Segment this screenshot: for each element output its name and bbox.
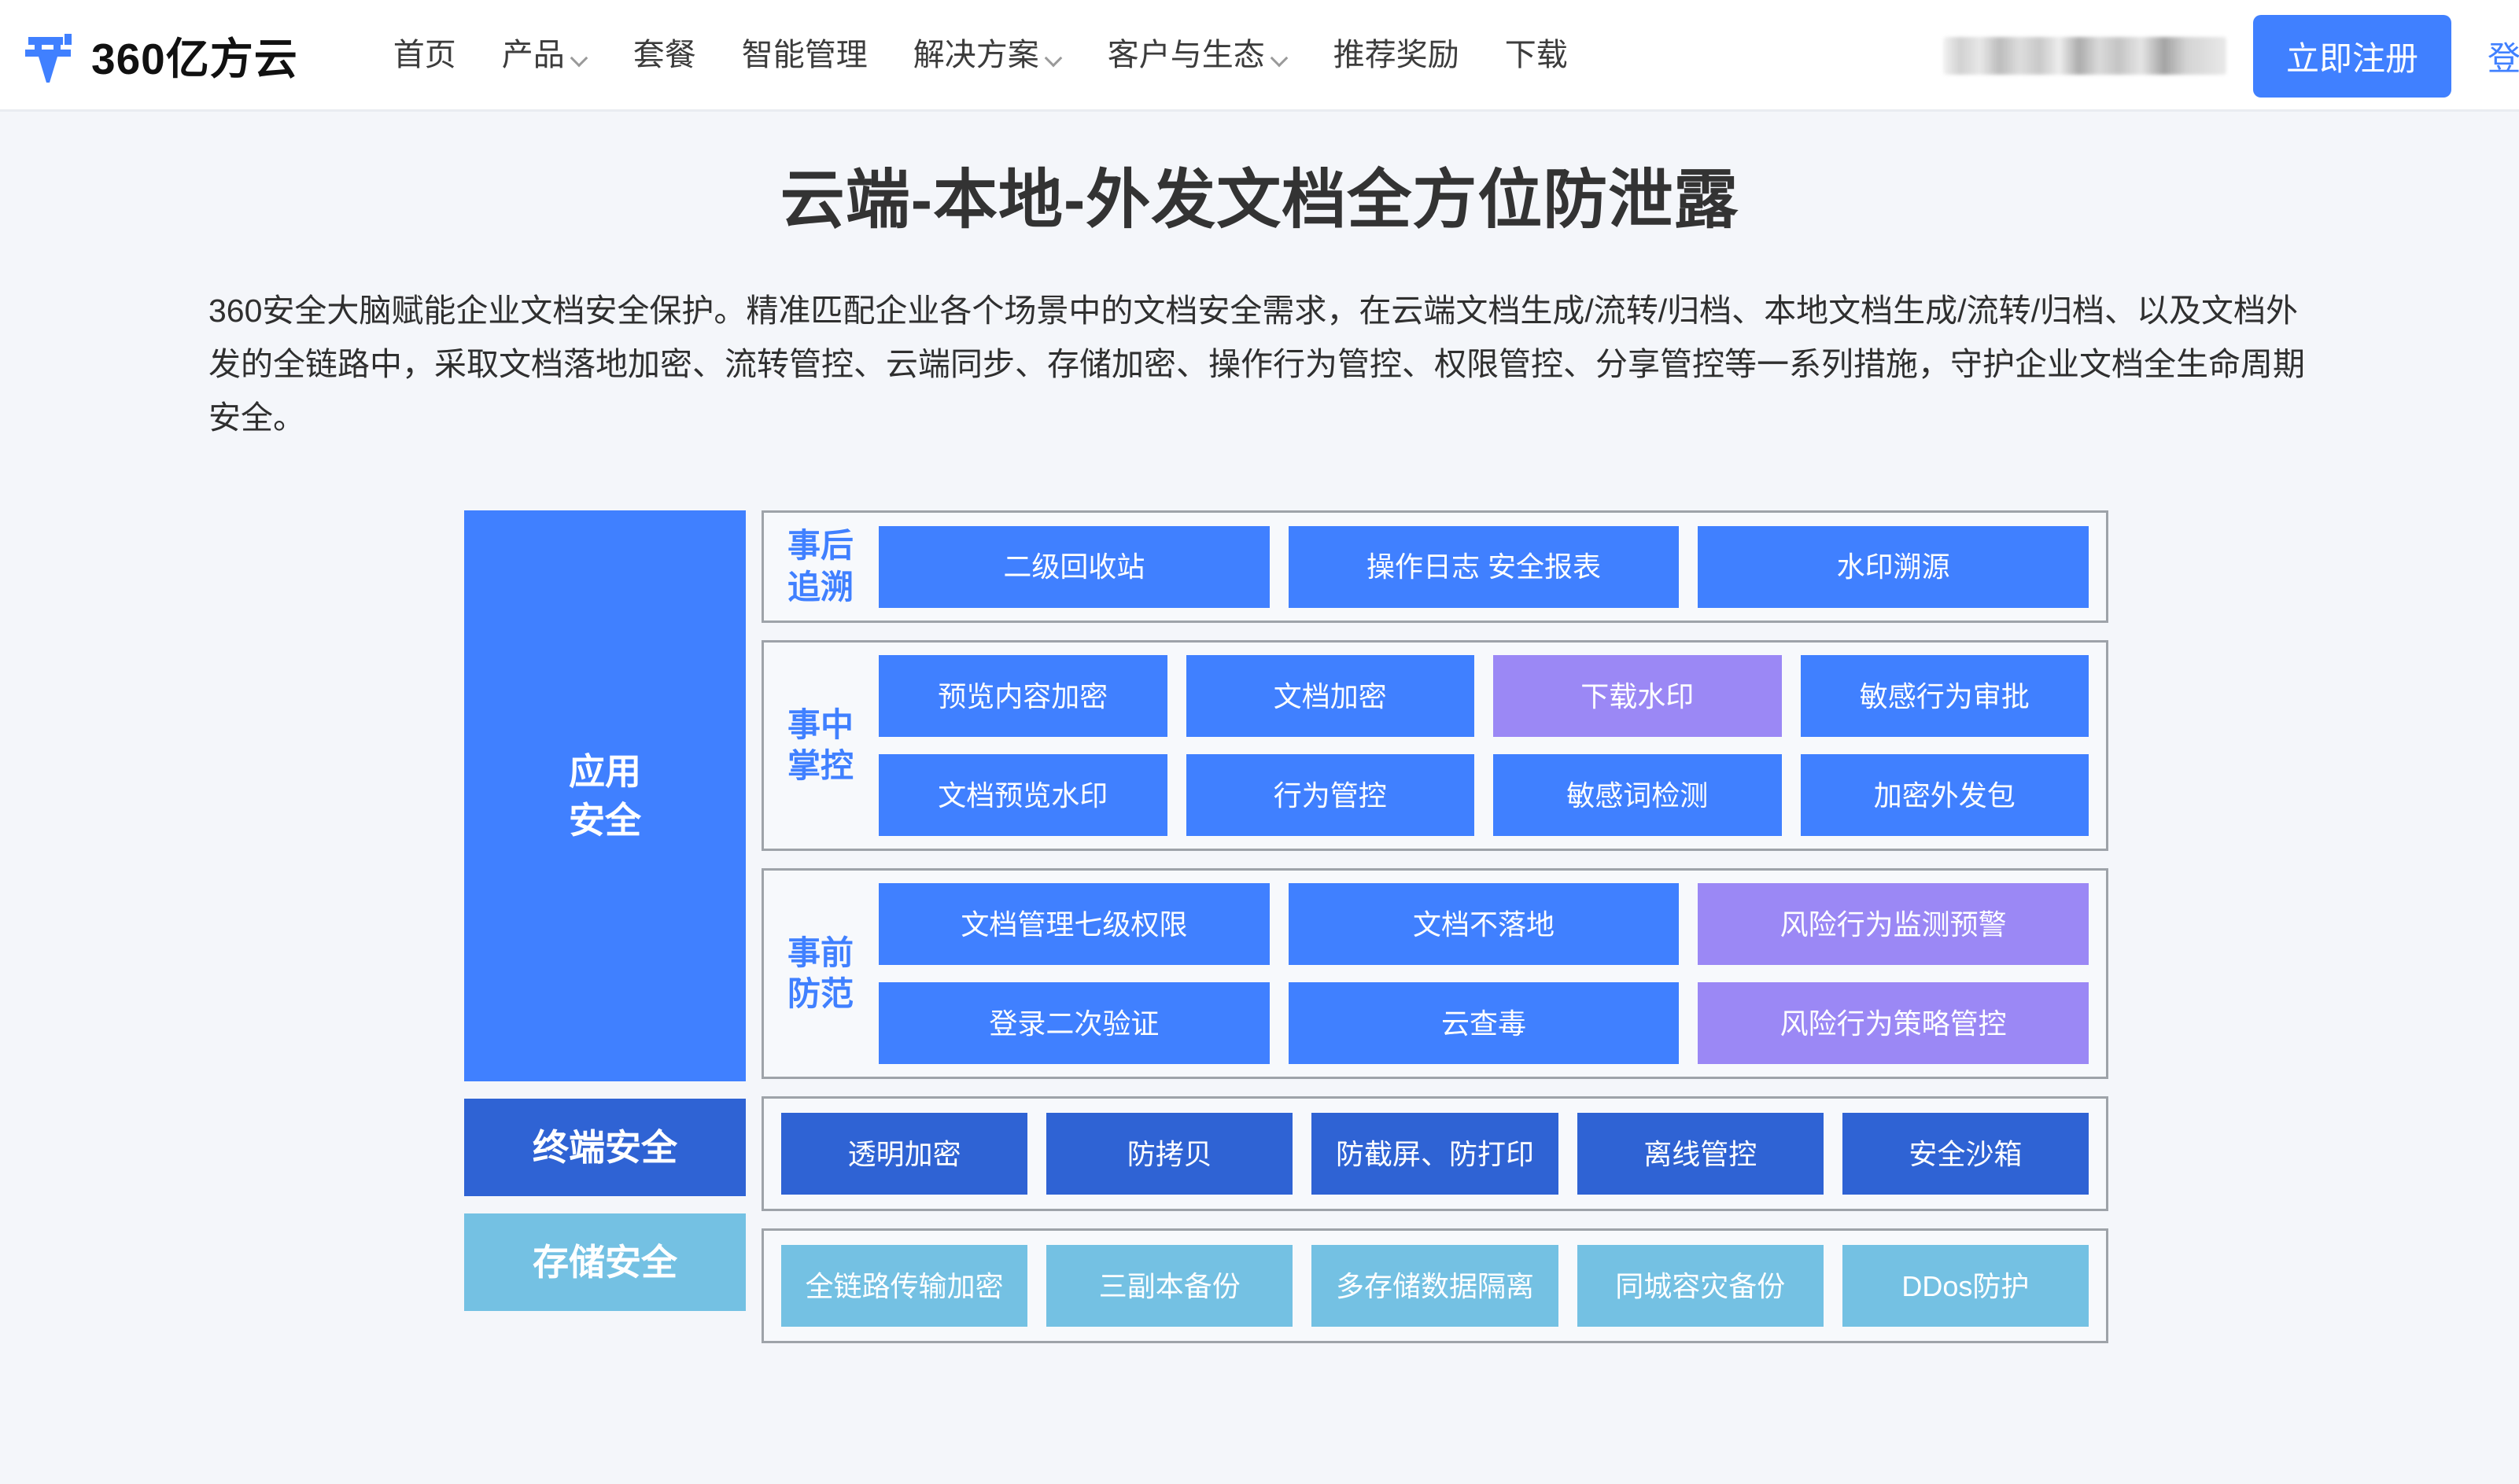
group-panel-post-incident-tracing: 事后 追溯 二级回收站 操作日志 安全报表 水印溯源 (762, 510, 2108, 624)
page-description: 360安全大脑赋能企业文档安全保护。精准匹配企业各个场景中的文档安全需求，在云端… (208, 293, 2305, 436)
nav-item-download[interactable]: 下载 (1482, 39, 1591, 71)
nav-item-smart-management[interactable]: 智能管理 (719, 39, 891, 71)
nav-item-solutions[interactable]: 解决方案 (891, 39, 1085, 71)
group-panel-pre-incident-prevention: 事前 防范 文档管理七级权限 文档不落地 风险行为监测预警 登录二次验证 云查毒… (762, 868, 2108, 1080)
layer-label-line2: 安全 (569, 800, 641, 841)
chevron-down-icon (572, 50, 588, 66)
group-label: 事中 掌控 (776, 705, 865, 787)
nav-label: 客户与生态 (1107, 37, 1265, 72)
nav-item-customers-ecosystem[interactable]: 客户与生态 (1085, 39, 1311, 71)
group-row: 二级回收站 操作日志 安全报表 水印溯源 (879, 525, 2089, 608)
feature-cell[interactable]: 敏感行为审批 (1800, 655, 2089, 738)
group-label: 事前 防范 (776, 933, 865, 1015)
nav-label: 解决方案 (913, 37, 1039, 72)
nav-label: 产品 (501, 37, 565, 72)
page-title: 云端-本地-外发文档全方位防泄露 (780, 164, 1739, 236)
group-row: 预览内容加密 文档加密 下载水印 敏感行为审批 (879, 655, 2089, 738)
feature-cell[interactable]: 三副本备份 (1046, 1245, 1293, 1327)
nav-item-home[interactable]: 首页 (371, 39, 479, 71)
group-label-line2: 防范 (787, 975, 854, 1013)
login-link[interactable]: 登录 (2487, 39, 2519, 77)
layer-label-line1: 应用 (569, 751, 641, 793)
feature-cell[interactable]: 云查毒 (1288, 982, 1680, 1065)
layer-label-application-security: 应用 安全 (464, 510, 746, 1082)
feature-cell[interactable]: 多存储数据隔离 (1311, 1245, 1558, 1327)
layer-label-terminal-security: 终端安全 (464, 1099, 746, 1197)
group-row: 登录二次验证 云查毒 风险行为策略管控 (879, 982, 2089, 1065)
feature-cell[interactable]: 文档加密 (1186, 655, 1474, 738)
group-grid: 二级回收站 操作日志 安全报表 水印溯源 (879, 525, 2089, 608)
group-panel-in-progress-control: 事中 掌控 预览内容加密 文档加密 下载水印 敏感行为审批 文档预览水印 行为管… (762, 640, 2108, 852)
group-grid: 文档管理七级权限 文档不落地 风险行为监测预警 登录二次验证 云查毒 风险行为策… (879, 883, 2089, 1065)
feature-cell[interactable]: DDos防护 (1842, 1245, 2089, 1327)
register-button[interactable]: 立即注册 (2252, 14, 2451, 98)
feature-cell[interactable]: 文档管理七级权限 (879, 883, 1270, 966)
account-name-blurred (1942, 37, 2226, 75)
feature-cell[interactable]: 水印溯源 (1698, 525, 2089, 608)
nav-item-packages[interactable]: 套餐 (610, 39, 719, 71)
cloud-logo-icon (25, 33, 72, 83)
layer-label-storage-security: 存储安全 (464, 1213, 746, 1312)
main-nav: 首页 产品 套餐 智能管理 解决方案 客户与生态 推荐奖励 下载 (371, 39, 1591, 71)
diagram-content: 事后 追溯 二级回收站 操作日志 安全报表 水印溯源 事中 掌控 预览内容加密 (762, 510, 2108, 1344)
group-label-line1: 事后 (787, 527, 854, 565)
group-label-line1: 事中 (787, 705, 854, 743)
feature-cell[interactable]: 行为管控 (1186, 754, 1474, 837)
nav-item-referral-rewards[interactable]: 推荐奖励 (1311, 39, 1482, 71)
feature-cell[interactable]: 风险行为监测预警 (1698, 883, 2089, 966)
group-label-line2: 掌控 (787, 747, 854, 785)
site-header: 360亿方云 首页 产品 套餐 智能管理 解决方案 客户与生态 推荐奖励 下载 (0, 0, 2519, 112)
group-label: 事后 追溯 (776, 525, 865, 608)
feature-cell[interactable]: 透明加密 (781, 1113, 1028, 1195)
header-actions: 立即注册 登录 (1942, 0, 2519, 112)
group-row: 文档预览水印 行为管控 敏感词检测 加密外发包 (879, 754, 2089, 837)
group-grid: 预览内容加密 文档加密 下载水印 敏感行为审批 文档预览水印 行为管控 敏感词检… (879, 655, 2089, 837)
diagram-layer-labels: 应用 安全 终端安全 存储安全 (464, 510, 746, 1343)
nav-label: 首页 (393, 37, 456, 72)
feature-cell[interactable]: 风险行为策略管控 (1698, 982, 2089, 1065)
feature-cell[interactable]: 登录二次验证 (879, 982, 1270, 1065)
feature-cell[interactable]: 同城容灾备份 (1577, 1245, 1824, 1327)
feature-cell[interactable]: 文档预览水印 (879, 754, 1167, 837)
feature-cell[interactable]: 加密外发包 (1800, 754, 2089, 837)
feature-cell[interactable]: 全链路传输加密 (781, 1245, 1028, 1327)
brand-logo[interactable]: 360亿方云 (24, 24, 298, 87)
feature-cell[interactable]: 文档不落地 (1288, 883, 1680, 966)
chevron-down-icon (1272, 50, 1288, 66)
feature-cell[interactable]: 敏感词检测 (1493, 754, 1782, 837)
feature-cell[interactable]: 安全沙箱 (1842, 1113, 2089, 1195)
nav-label: 套餐 (633, 37, 696, 72)
feature-cell[interactable]: 预览内容加密 (879, 655, 1167, 738)
panel-storage-security-features: 全链路传输加密 三副本备份 多存储数据隔离 同城容灾备份 DDos防护 (762, 1228, 2108, 1344)
group-label-line1: 事前 (787, 933, 854, 971)
feature-cell[interactable]: 离线管控 (1577, 1113, 1824, 1195)
feature-cell[interactable]: 防拷贝 (1046, 1113, 1293, 1195)
chevron-down-icon (1046, 50, 1062, 66)
nav-label: 推荐奖励 (1333, 37, 1459, 72)
feature-cell[interactable]: 下载水印 (1493, 655, 1782, 738)
security-architecture-diagram: 应用 安全 终端安全 存储安全 事后 追溯 二级回收站 操作日志 安全报表 水印… (464, 510, 2108, 1344)
group-row: 文档管理七级权限 文档不落地 风险行为监测预警 (879, 883, 2089, 966)
nav-label: 智能管理 (741, 37, 868, 72)
feature-cell[interactable]: 操作日志 安全报表 (1288, 525, 1680, 608)
hero-section: 云端-本地-外发文档全方位防泄露 360安全大脑赋能企业文档安全保护。精准匹配企… (0, 112, 2519, 444)
feature-cell[interactable]: 二级回收站 (879, 525, 1270, 608)
panel-terminal-security-features: 透明加密 防拷贝 防截屏、防打印 离线管控 安全沙箱 (762, 1096, 2108, 1212)
brand-name: 360亿方云 (91, 34, 298, 83)
nav-item-products[interactable]: 产品 (479, 39, 610, 71)
feature-cell[interactable]: 防截屏、防打印 (1311, 1113, 1558, 1195)
group-label-line2: 追溯 (787, 568, 854, 606)
nav-label: 下载 (1504, 37, 1568, 72)
